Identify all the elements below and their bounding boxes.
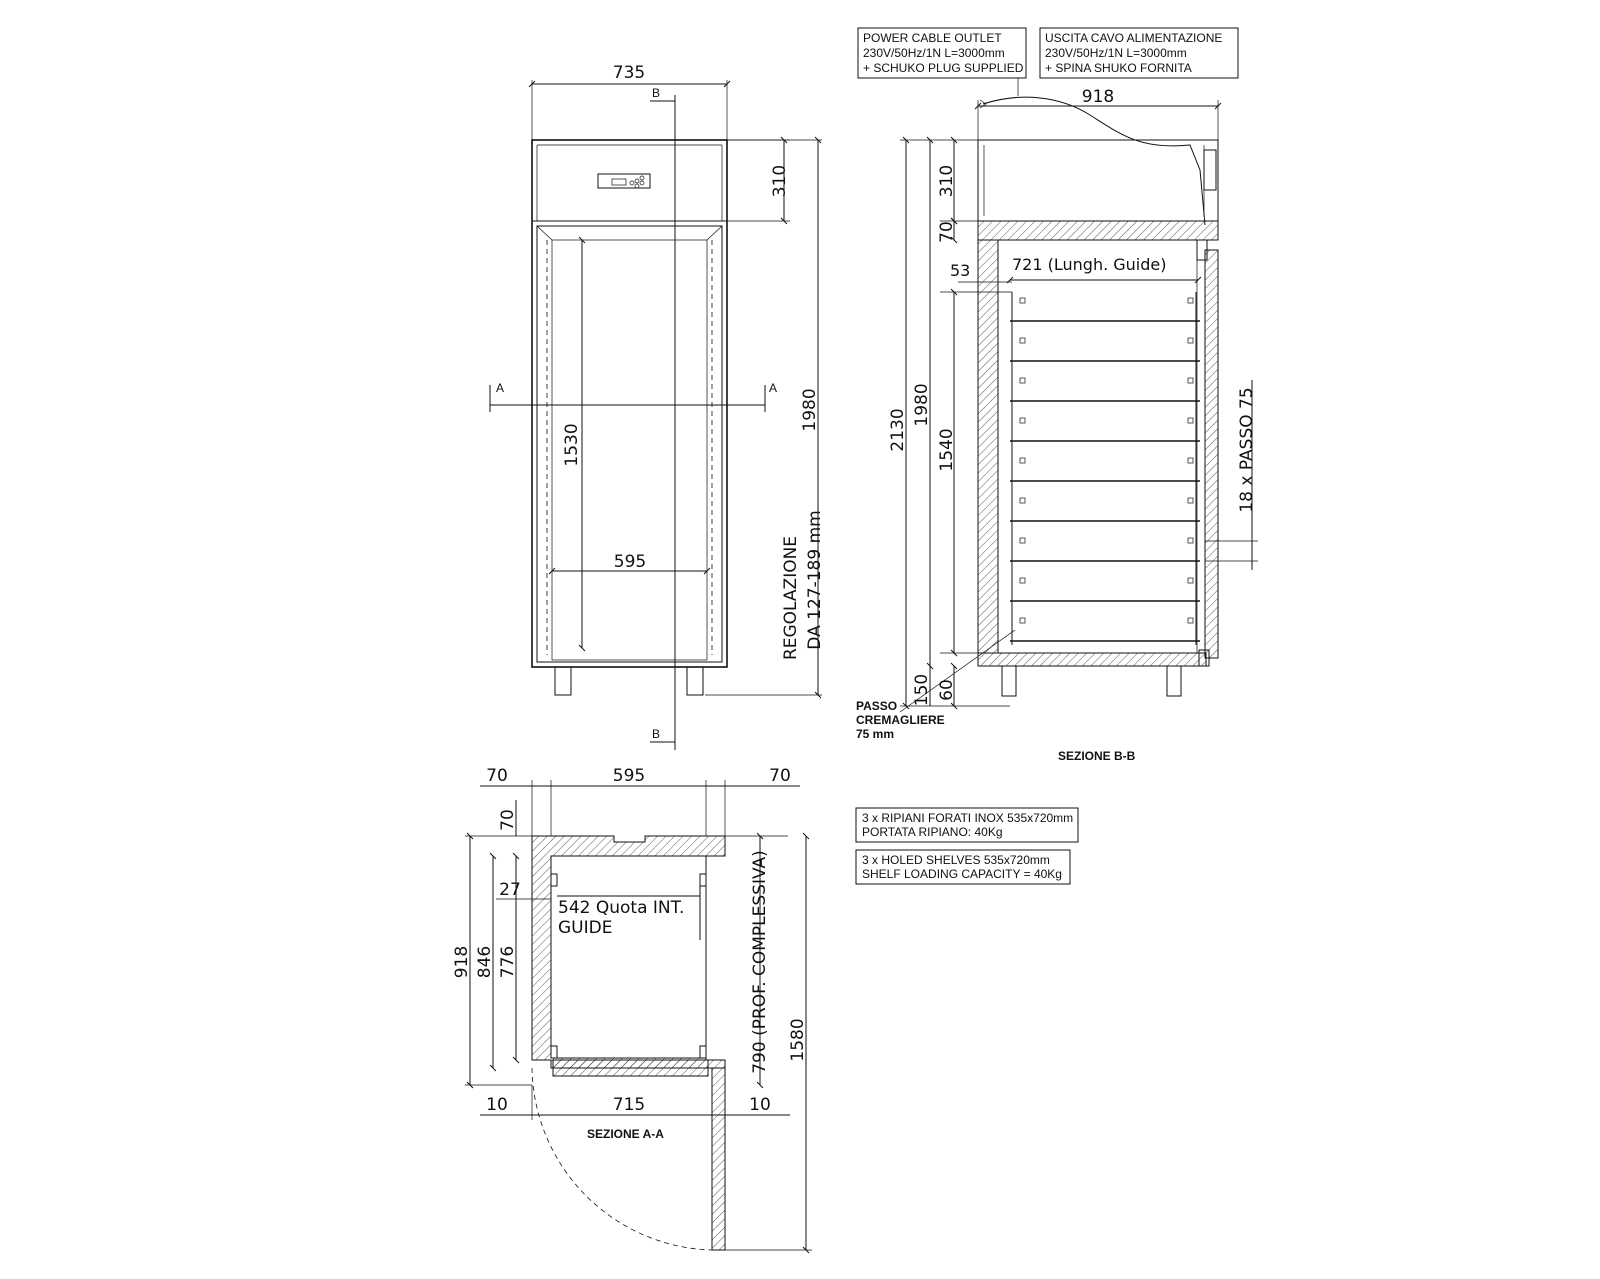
aa-prof-label: 790 (PROF. COMPLESSIVA) [750, 850, 770, 1074]
power-it-line2: 230V/50Hz/1N L=3000mm [1045, 46, 1187, 60]
cabinet-outline [531, 139, 728, 668]
aa-bottom-right: 10 [749, 1095, 771, 1115]
front-view: 735 A A B B [489, 63, 825, 750]
bb-inner-height-label: 1540 [937, 428, 957, 471]
bb-caption: SEZIONE B-B [1058, 749, 1136, 763]
foot-left [554, 666, 572, 696]
bb-width-label: 918 [1082, 87, 1114, 107]
aa-guide-note1: 542 Quota INT. [558, 898, 684, 918]
bottom-wall [977, 652, 1207, 667]
section-aa: 70 595 70 542 Quota INT. GUIDE 918 846 7… [452, 766, 812, 1254]
bb-foot-right [1166, 665, 1182, 697]
bb-feet-label: 150 [912, 674, 932, 706]
power-it-line1: USCITA CAVO ALIMENTAZIONE [1045, 31, 1222, 45]
shelves [1010, 320, 1200, 642]
door-wall [1204, 249, 1219, 659]
bb-foot-left [1001, 665, 1017, 697]
power-note-en-box [857, 27, 1027, 79]
back-wall [977, 239, 999, 654]
front-width-label: 735 [613, 63, 645, 83]
shelves-en-box [855, 849, 1071, 885]
aa-depth-846: 846 [475, 946, 495, 978]
shelves-it-line1: 3 x RIPIANI FORATI INOX 535x720mm [862, 811, 1073, 825]
aa-bottom-left: 10 [486, 1095, 508, 1115]
shelves-it-box [855, 807, 1079, 843]
aa-guide-note2: GUIDE [558, 918, 612, 938]
section-b-mark-top: B [652, 86, 660, 100]
shelf-notes: 3 x RIPIANI FORATI INOX 535x720mm PORTAT… [855, 807, 1079, 885]
adjust-line1: REGOLAZIONE [781, 536, 801, 660]
bb-guide-offset-label: 53 [950, 261, 970, 280]
door-swing-arc [531, 1067, 713, 1251]
section-a-mark-right: A [769, 381, 777, 395]
bb-top-label: 310 [937, 165, 957, 197]
section-b-mark-bottom: B [652, 727, 660, 741]
bb-total-height-label: 2130 [888, 408, 908, 451]
aa-inner-width: 595 [613, 766, 645, 786]
aa-top-wall: 70 [498, 809, 518, 831]
aa-guide-offset: 27 [499, 880, 521, 900]
aa-left-wall: 70 [486, 766, 508, 786]
power-it-line3: + SPINA SHUKO FORNITA [1045, 61, 1192, 75]
door-outline [536, 225, 723, 663]
rack-note-line2: CREMAGLIERE [856, 713, 945, 727]
aa-depth-total: 918 [452, 946, 472, 978]
front-height-label: 1980 [800, 388, 820, 431]
aa-door-swing: 1580 [788, 1018, 808, 1061]
aa-bottom-width: 715 [613, 1095, 645, 1115]
aa-right-wall: 70 [769, 766, 791, 786]
rack-note-line1: PASSO [856, 699, 897, 713]
front-top-panel-label: 310 [770, 165, 790, 197]
front-inner-width-label: 595 [614, 552, 646, 572]
adjust-line2: DA 127-189 mm [805, 510, 825, 649]
power-cable [982, 96, 1206, 226]
aa-front-panel [552, 1059, 709, 1077]
shelves-it-line2: PORTATA RIPIANO: 40Kg [862, 825, 1003, 839]
aa-caption: SEZIONE A-A [587, 1127, 664, 1141]
rack-note-line3: 75 mm [856, 727, 894, 741]
bb-body-height-label: 1980 [912, 383, 932, 426]
bb-wall-label: 70 [937, 221, 957, 243]
power-en-line3: + SCHUKO PLUG SUPPLIED [863, 61, 1024, 75]
shelves-en-line1: 3 x HOLED SHELVES 535x720mm [862, 853, 1050, 867]
bb-bottom-label: 60 [937, 679, 957, 701]
control-panel [597, 173, 651, 189]
foot-right [686, 666, 704, 696]
top-wall [977, 220, 1219, 241]
section-bb: POWER CABLE OUTLET 230V/50Hz/1N L=3000mm… [856, 27, 1258, 763]
power-en-line2: 230V/50Hz/1N L=3000mm [863, 46, 1005, 60]
aa-depth-776: 776 [498, 946, 518, 978]
aa-cabinet-walls [531, 835, 726, 1069]
bb-pitch-label: 18 x PASSO 75 [1237, 387, 1257, 512]
front-inner-height-label: 1530 [562, 423, 582, 466]
power-en-line1: POWER CABLE OUTLET [863, 31, 1002, 45]
aa-door [711, 1067, 726, 1251]
section-a-mark-left: A [496, 381, 504, 395]
shelves-en-line2: SHELF LOADING CAPACITY = 40Kg [862, 867, 1062, 881]
bb-guide-length-label: 721 (Lungh. Guide) [1012, 255, 1166, 274]
power-note-it-box [1039, 27, 1239, 79]
